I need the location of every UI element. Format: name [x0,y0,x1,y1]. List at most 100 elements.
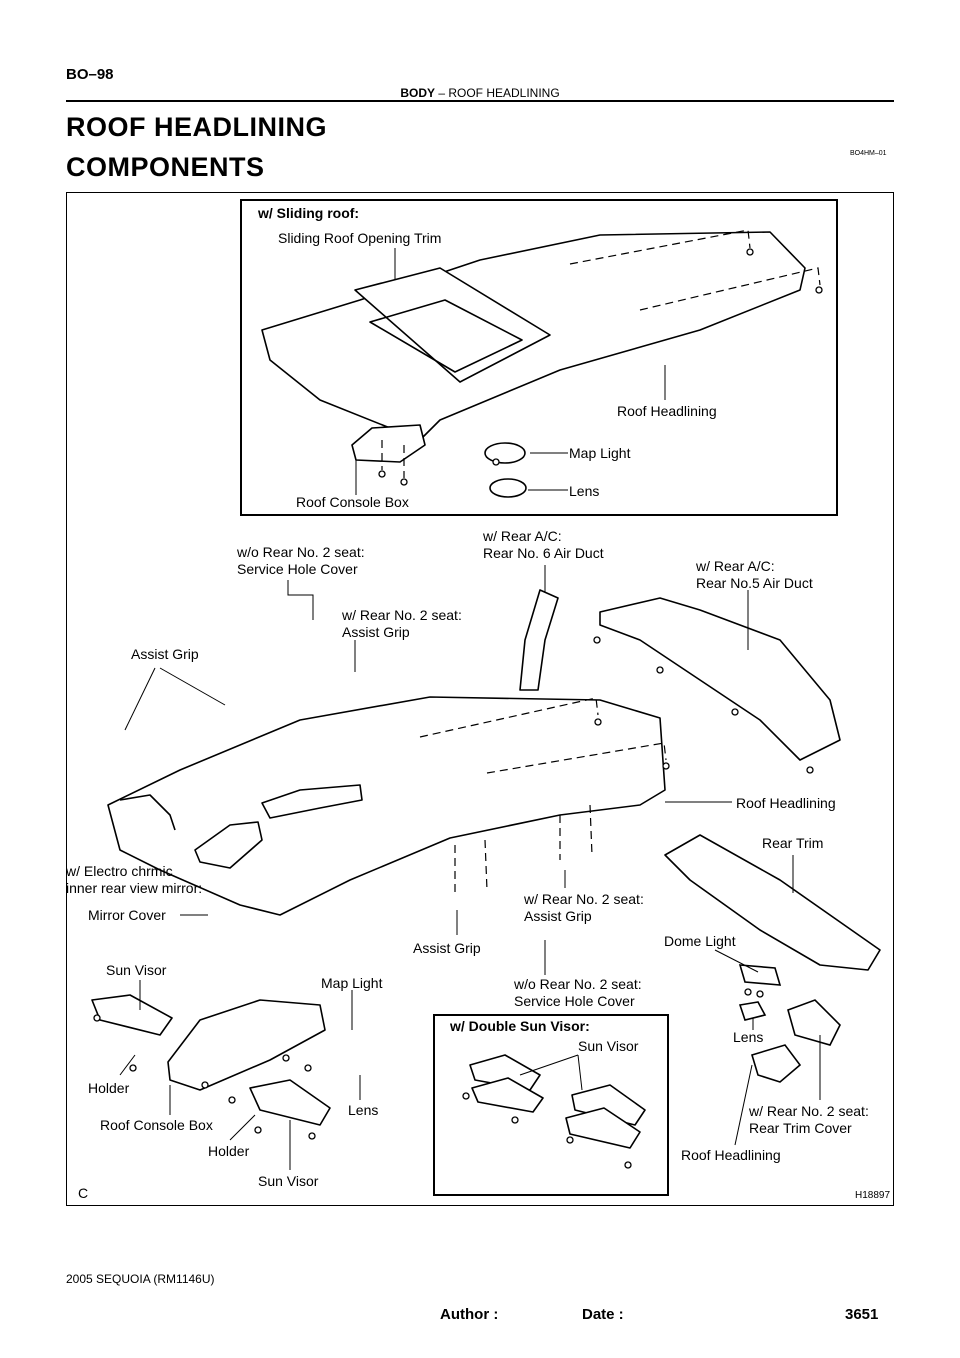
bolt [254,1126,262,1134]
label-inset-console: Roof Console Box [296,494,409,510]
lower-sun-visor-shape [249,1079,331,1126]
label-assist-grip-center: Assist Grip [413,940,481,956]
footer-page-number: 3651 [845,1306,879,1323]
label-rear-ac6-2: Rear No. 6 Air Duct [483,545,604,561]
bolt [304,1064,312,1072]
label-wo-rear2-cover-b2: Service Hole Cover [514,993,635,1009]
bolt [624,1161,632,1169]
leader-wo-cover [287,580,314,620]
label-roof-headlining-main: Roof Headlining [736,795,836,811]
lower-console-shape [167,999,326,1091]
figure-frame [66,192,894,1206]
dash-main-4 [589,804,593,856]
main-headlining-window [261,784,363,819]
bolt [400,478,408,486]
inset-double-visor-title: w/ Double Sun Visor: [450,1018,590,1034]
label-lens-right: Lens [733,1029,764,1045]
sliding-roof-opening [369,299,523,373]
label-wo-rear2-cover-1: w/o Rear No. 2 seat: [237,544,365,560]
bolt [462,1092,470,1100]
bolt [378,470,386,478]
label-rear-trim-cover-1: w/ Rear No. 2 seat: [749,1103,869,1119]
label-lens-b: Lens [348,1102,379,1118]
label-inset-map-light: Map Light [569,445,631,461]
label-sun-visor-b: Sun Visor [258,1173,319,1189]
label-w-rear2-grip-b1: w/ Rear No. 2 seat: [524,891,644,907]
bolt [93,1014,101,1022]
label-double-sun-visor: Sun Visor [578,1038,639,1054]
label-w-rear2-grip-b2: Assist Grip [524,908,592,924]
leader-assist-grip-2 [159,667,226,706]
leader-headlining-b [734,1064,753,1146]
leader-holder-b [229,1114,256,1141]
leader-holder [119,1054,136,1076]
double-visor-1b-shape [471,1077,544,1113]
label-rear-ac5-2: Rear No.5 Air Duct [696,575,813,591]
footer-model: 2005 SEQUOIA (RM1146U) [66,1272,215,1286]
header-rule [66,100,894,102]
label-holder-left: Holder [88,1080,130,1096]
header-separator: – [434,86,449,100]
label-wo-rear2-cover-2: Service Hole Cover [237,561,358,577]
label-holder-b: Holder [208,1143,250,1159]
double-visor-2b-shape [565,1107,641,1149]
label-opening-trim: Sliding Roof Opening Trim [278,230,442,246]
leader-double-visor-2 [577,1054,583,1091]
dash-inset-2 [639,267,821,311]
figure-id: H18897 [855,1190,891,1201]
label-sun-visor-left: Sun Visor [106,962,167,978]
bolt [746,248,754,256]
page-title: ROOF HEADLINING [66,112,327,142]
label-rear-ac6-1: w/ Rear A/C: [483,528,562,544]
sliding-roof-trim [354,267,551,383]
leader-assist-grip-1 [124,667,156,731]
leader-dome-light [714,949,759,973]
bolt [594,718,602,726]
bolt [593,636,601,644]
double-visor-2-shape [571,1084,646,1126]
lower-lens-right-shape [738,1001,767,1021]
leader-double-visor-1 [519,1054,579,1076]
label-electro-2: inner rear view mirror: [66,880,203,896]
roof-headlining-b-shape [751,1044,802,1083]
bolt [511,1116,519,1124]
bolt [756,990,764,998]
bolt [201,1081,209,1089]
label-w-rear2-grip-2: Assist Grip [342,624,410,640]
bolt [308,1132,316,1140]
label-assist-grip-left: Assist Grip [131,646,199,662]
inset-map-light-shape [484,442,526,464]
bolt [566,1136,574,1144]
bolt [806,766,814,774]
page-id: BO–98 [66,66,114,83]
label-inset-lens: Lens [569,483,600,499]
main-headlining-shape [107,696,666,916]
section-title: COMPONENTS [66,152,265,182]
main-headlining-recess [194,821,263,869]
label-rear-trim-cover-2: Rear Trim Cover [749,1120,852,1136]
rear-trim-shape [664,834,881,971]
bolt [228,1096,236,1104]
rear-trim-cover-shape [787,999,841,1046]
double-visor-1-shape [469,1054,541,1091]
dash-main-2 [486,742,667,774]
label-roof-headlining-b: Roof Headlining [681,1147,781,1163]
label-mirror-cover: Mirror Cover [88,907,166,923]
label-roof-console-box-b: Roof Console Box [100,1117,213,1133]
footer-author: Author : [440,1306,499,1323]
footer-date: Date : [582,1306,624,1323]
bolt [656,666,664,674]
doc-code: BO4HM–01 [850,150,887,157]
rear-no6-duct-shape [519,589,559,691]
bolt [282,1054,290,1062]
figure-corner-letter: C [78,1185,89,1201]
label-electro-1: w/ Electro chrmic [66,863,173,879]
inset-sliding-roof-title: w/ Sliding roof: [258,205,360,221]
rear-no5-duct-shape [599,597,841,761]
dome-light-shape [738,964,782,986]
header-subsection: ROOF HEADLINING [448,86,560,100]
main-headlining-edge [119,794,176,831]
running-header: BODY – ROOF HEADLINING [0,86,960,100]
